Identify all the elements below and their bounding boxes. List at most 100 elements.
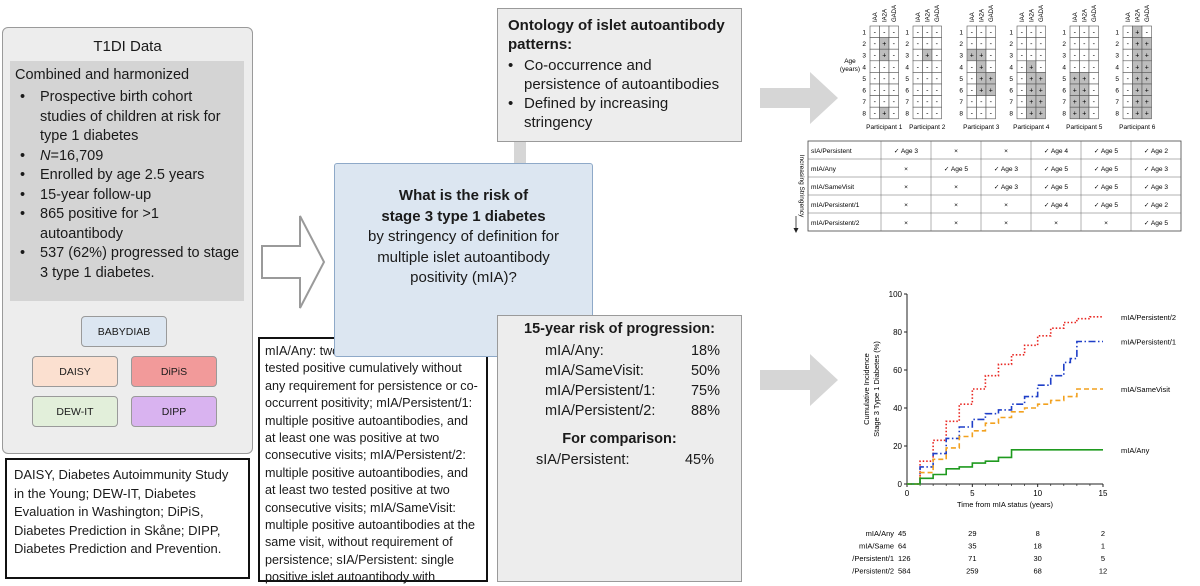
participant-label: Participant 2 xyxy=(909,124,946,131)
stringency-arrow-head xyxy=(793,228,799,233)
grid-cell-sign: - xyxy=(883,76,886,83)
grid-cell-sign: - xyxy=(926,111,929,118)
autoantibody-header: GADA xyxy=(935,5,941,22)
comparison-label: sIA/Persistent: xyxy=(536,452,630,468)
at-risk-row-label: mIA/Persistent/2 xyxy=(852,567,894,576)
grid-cell xyxy=(931,106,942,120)
grid-cell-sign: - xyxy=(1040,64,1043,71)
age-label: 2 xyxy=(1062,41,1066,48)
grid-cell-sign: - xyxy=(917,41,920,48)
grid-cell-sign: - xyxy=(893,53,896,60)
grid-cell-sign: - xyxy=(1030,41,1033,48)
criteria-cell: × xyxy=(1004,148,1008,155)
grid-cell-sign: - xyxy=(1127,64,1130,71)
criteria-cell: ✓ Age 3 xyxy=(1144,184,1169,191)
age-label: 7 xyxy=(1115,99,1119,106)
grid-cell-sign: - xyxy=(1074,53,1077,60)
grid-cell-sign: + xyxy=(1145,64,1149,71)
criteria-cell: × xyxy=(1104,220,1108,227)
t1di-bullet: Prospective birth cohort studies of chil… xyxy=(18,88,240,147)
grid-cell-sign: - xyxy=(990,53,993,60)
grid-cell-sign: - xyxy=(874,76,877,83)
question-line-1: What is the risk of xyxy=(398,187,529,204)
age-label: 2 xyxy=(959,41,963,48)
at-risk-value: 259 xyxy=(966,567,979,576)
grid-cell-sign: - xyxy=(1074,30,1077,37)
y-axis-label: Cumulative Incidence xyxy=(862,353,871,425)
grid-cell-sign: + xyxy=(1145,41,1149,48)
grid-cell-sign: - xyxy=(1127,111,1130,118)
at-risk-value: 30 xyxy=(1033,554,1041,563)
criteria-cell: ✓ Age 5 xyxy=(1144,220,1169,227)
age-label: 3 xyxy=(1009,53,1013,60)
at-risk-value: 18 xyxy=(1033,542,1041,551)
grid-cell-sign: + xyxy=(1145,76,1149,83)
age-axis-label: (years) xyxy=(840,66,860,73)
grid-cell-sign: - xyxy=(1093,41,1096,48)
participant-label: Participant 5 xyxy=(1066,124,1103,131)
grid-cell-sign: - xyxy=(883,30,886,37)
age-label: 3 xyxy=(1062,53,1066,60)
grid-cell-sign: - xyxy=(990,111,993,118)
n-label: N xyxy=(40,147,51,164)
comparison-title: For comparison: xyxy=(562,431,677,447)
at-risk-value: 64 xyxy=(898,542,906,551)
criteria-cell: × xyxy=(1004,202,1008,209)
age-label: 1 xyxy=(1115,30,1119,37)
grid-cell-sign: - xyxy=(917,88,920,95)
grid-cell-sign: + xyxy=(1135,53,1139,60)
grid-cell-sign: - xyxy=(1021,41,1024,48)
grid-cell-sign: - xyxy=(874,53,877,60)
at-risk-value: 71 xyxy=(968,554,976,563)
risk-value: 18% xyxy=(690,343,720,359)
age-label: 5 xyxy=(1062,76,1066,83)
grid-cell-sign: - xyxy=(936,88,939,95)
grid-cell-sign: - xyxy=(1093,53,1096,60)
grid-cell-sign: + xyxy=(1145,53,1149,60)
age-label: 7 xyxy=(905,99,909,106)
grid-cell-sign: - xyxy=(1030,53,1033,60)
series-label: mIA/Persistent/1 xyxy=(1121,338,1176,347)
criteria-row-name: mIA/Persistent/1 xyxy=(811,202,860,209)
grid-cell-sign: + xyxy=(925,53,929,60)
series-line xyxy=(907,316,1103,485)
grid-cell-sign: + xyxy=(882,41,886,48)
x-axis-label: Time from mIA status (years) xyxy=(957,500,1053,509)
grid-cell-sign: + xyxy=(1029,88,1033,95)
grid-cell-sign: + xyxy=(1039,88,1043,95)
criteria-row-name: mIA/Any xyxy=(811,166,837,173)
grid-cell-sign: + xyxy=(979,88,983,95)
age-label: 8 xyxy=(1115,111,1119,118)
age-label: 3 xyxy=(959,53,963,60)
grid-cell xyxy=(1141,106,1152,120)
grid-cell-sign: - xyxy=(936,99,939,106)
criteria-cell: ✓ Age 3 xyxy=(994,184,1019,191)
autoantibody-header: IA2A xyxy=(1135,9,1141,22)
grid-cell-sign: - xyxy=(971,99,974,106)
grid-cell-sign: - xyxy=(1146,30,1149,37)
criteria-cell: × xyxy=(904,202,908,209)
grid-cell-sign: - xyxy=(1093,64,1096,71)
grid-cell-sign: + xyxy=(970,53,974,60)
risk-value: 88% xyxy=(690,403,720,419)
stringency-axis-label: Increasing Stringency xyxy=(798,155,805,218)
age-label: 2 xyxy=(1115,41,1119,48)
cohort-daisy: DAISY xyxy=(32,356,118,387)
at-risk-value: 29 xyxy=(968,529,976,538)
age-label: 6 xyxy=(862,88,866,95)
autoantibody-header: IA2A xyxy=(882,9,888,22)
grid-cell-sign: - xyxy=(926,76,929,83)
age-label: 4 xyxy=(1009,64,1013,71)
risk-value: 50% xyxy=(690,363,720,379)
grid-cell-sign: - xyxy=(926,41,929,48)
y-tick-label: 80 xyxy=(893,328,902,337)
t1di-data-panel: T1DI Data Combined and harmonized Prospe… xyxy=(2,27,253,454)
grid-cell-sign: - xyxy=(874,88,877,95)
grid-cell-sign: - xyxy=(1040,53,1043,60)
autoantibody-header: GADA xyxy=(1092,5,1098,22)
grid-cell-sign: - xyxy=(1021,30,1024,37)
grid-cell-sign: - xyxy=(971,30,974,37)
t1di-bullet-n: N=16,709 xyxy=(18,147,240,167)
at-risk-row-label: mIA/Persistent/1 xyxy=(852,554,894,563)
